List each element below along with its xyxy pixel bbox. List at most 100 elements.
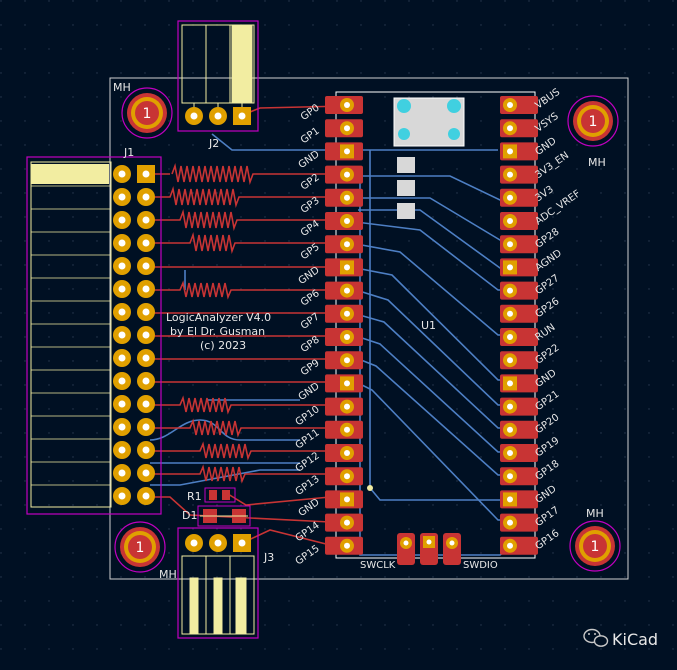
- j3-pads: [185, 534, 251, 552]
- pad-hole: [118, 193, 126, 201]
- pad-hole: [344, 125, 350, 132]
- title-line-2: by El Dr. Gusman: [170, 325, 265, 338]
- pad-hole: [507, 403, 513, 410]
- pad-hole: [118, 308, 126, 316]
- j2-pads: [185, 107, 251, 125]
- mh-label-bottom-right: MH: [586, 507, 604, 520]
- pad-hole: [344, 241, 350, 248]
- pad-hole: [507, 334, 513, 340]
- pad-hole: [118, 170, 126, 178]
- pad-hole: [507, 125, 513, 132]
- mh-label-top-right: MH: [588, 156, 606, 169]
- pad-hole: [118, 423, 126, 431]
- r1-pad-2[interactable]: [222, 490, 230, 500]
- pad-hole: [507, 264, 513, 271]
- mh-courtyard: [569, 520, 621, 572]
- test-pad: [397, 203, 415, 219]
- j3-silkscreen: [181, 555, 255, 635]
- pad-hole: [507, 380, 513, 387]
- usb-pad: [397, 99, 411, 113]
- mh-inner: [583, 534, 607, 558]
- pad-hole: [344, 194, 350, 201]
- pad-hole: [238, 539, 246, 547]
- title-line-1: LogicAnalyzer V4.0: [166, 311, 271, 324]
- board-edge: [109, 77, 629, 580]
- wechat-icon: [583, 628, 609, 647]
- pad-hole: [507, 542, 513, 549]
- j2-silkscreen: [181, 24, 255, 108]
- pad-hole: [190, 112, 198, 120]
- j1-pads: [113, 165, 155, 505]
- pad-hole: [507, 194, 513, 201]
- pad-hole: [344, 102, 350, 108]
- mh-number: 1: [591, 539, 600, 555]
- via: [367, 485, 373, 491]
- pad-hole: [118, 469, 126, 477]
- r1-pad-1[interactable]: [209, 490, 217, 500]
- u1-left-pads: [325, 96, 363, 555]
- pad-hole: [142, 262, 150, 270]
- pad-hole: [142, 400, 150, 408]
- pad-hole: [142, 423, 150, 431]
- j3-courtyard: [177, 527, 259, 639]
- watermark: KiCad: [583, 628, 658, 649]
- pad-hole: [344, 496, 350, 503]
- pad-hole: [344, 334, 350, 340]
- pad-hole: [507, 473, 513, 480]
- mh-courtyard: [121, 87, 173, 139]
- pad-hole: [507, 171, 513, 178]
- pad-hole: [142, 354, 150, 362]
- pad-hole: [344, 403, 350, 410]
- pad-hole: [142, 308, 150, 316]
- pad-hole: [507, 450, 513, 456]
- mh-inner: [581, 109, 605, 133]
- swdio-label: SWDIO: [463, 560, 498, 571]
- test-pad: [397, 157, 415, 173]
- mh-inner: [135, 101, 159, 125]
- pad-hole: [507, 241, 513, 248]
- usb-pad: [448, 128, 460, 140]
- j1-courtyard: [26, 156, 162, 515]
- pad-hole: [118, 400, 126, 408]
- pad-hole: [507, 287, 513, 294]
- mh-courtyard: [567, 95, 619, 147]
- j3-label: J3: [263, 551, 274, 564]
- pad-hole: [118, 239, 126, 247]
- pad-hole: [344, 310, 350, 317]
- usb-pad: [447, 99, 461, 113]
- test-pad: [397, 180, 415, 196]
- pad-hole: [344, 171, 350, 178]
- pad-hole: [507, 148, 513, 155]
- pad-hole: [118, 377, 126, 385]
- mh-label-top-left: MH: [113, 81, 131, 94]
- pad-hole: [118, 446, 126, 454]
- pad-hole: [344, 357, 350, 364]
- pad-hole: [344, 473, 350, 480]
- pad-hole: [142, 377, 150, 385]
- pad-hole: [344, 450, 350, 456]
- pad-hole: [344, 218, 350, 224]
- mh-number: 1: [589, 114, 598, 130]
- pad-hole: [344, 148, 350, 155]
- pad-hole: [142, 446, 150, 454]
- d1-courtyard: [197, 505, 251, 527]
- pad-hole: [507, 357, 513, 364]
- pad-hole: [344, 287, 350, 294]
- usb-pad: [398, 128, 410, 140]
- pad-hole: [214, 539, 222, 547]
- front-copper-layer: [150, 105, 347, 546]
- u1-right-pads: [500, 96, 538, 555]
- mh-inner: [128, 535, 152, 559]
- j1-silkscreen: [30, 161, 112, 508]
- pad-hole: [507, 310, 513, 317]
- mh-number: 1: [136, 540, 145, 556]
- pad-hole: [142, 239, 150, 247]
- pad-hole: [118, 285, 126, 293]
- pad-hole: [344, 426, 350, 433]
- pad-hole: [238, 112, 246, 120]
- pad-hole: [344, 519, 350, 526]
- r1-label: R1: [187, 490, 202, 503]
